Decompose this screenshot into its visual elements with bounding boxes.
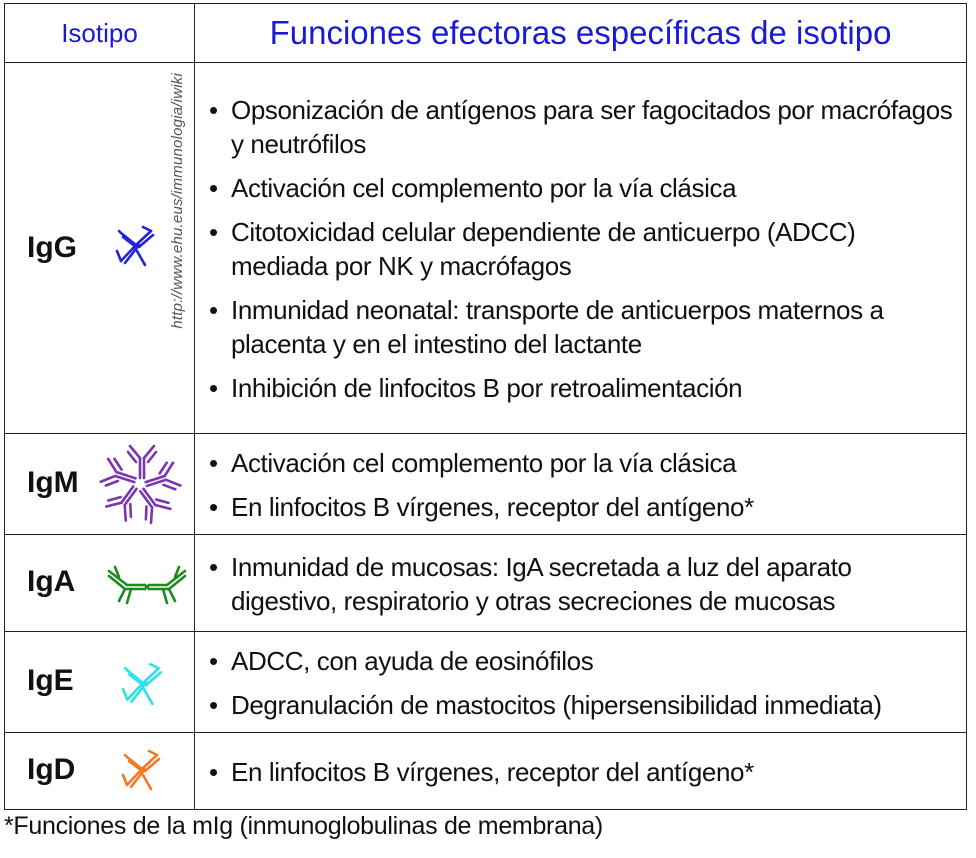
function-item: ADCC, con ayuda de eosinófilos xyxy=(209,644,958,678)
antibody-dimer-icon xyxy=(107,565,187,605)
function-item: Opsonización de antígenos para ser fagoc… xyxy=(209,93,958,161)
row-ige: IgE ADCC, con ayuda de eosinófilos Degra… xyxy=(4,631,967,733)
isotype-cell-iga: IgA xyxy=(4,534,195,632)
function-item: En linfocitos B vírgenes, receptor del a… xyxy=(209,490,958,524)
isotype-name: IgA xyxy=(27,565,76,598)
isotype-table: Isotipo Funciones efectoras específicas … xyxy=(4,3,967,810)
source-watermark: http://www.ehu.eus/immunologia/iwiki xyxy=(169,73,186,329)
isotype-name: IgD xyxy=(27,753,76,786)
row-igd: IgD En linfocitos B vírgenes, receptor d… xyxy=(4,732,967,810)
antibody-monomer-icon xyxy=(115,225,155,267)
row-igm: IgM xyxy=(4,433,967,535)
function-item: En linfocitos B vírgenes, receptor del a… xyxy=(209,755,958,789)
antibody-pentamer-icon xyxy=(99,444,182,525)
isotype-cell-igm: IgM xyxy=(4,433,195,535)
row-iga: IgA Inmunidad de mucosas: IgA secretada … xyxy=(4,534,967,632)
functions-cell-igd: En linfocitos B vírgenes, receptor del a… xyxy=(194,732,967,810)
isotype-cell-igg: IgG http://www.ehu.eus/immunologia/iwiki xyxy=(4,62,195,434)
footnote: *Funciones de la mIg (inmunoglobulinas d… xyxy=(4,812,603,840)
function-item: Inhibición de linfocitos B por retroalim… xyxy=(209,371,958,405)
antibody-monomer-icon xyxy=(121,662,163,706)
header-row: Isotipo Funciones efectoras específicas … xyxy=(4,3,967,63)
function-item: Inmunidad neonatal: transporte de anticu… xyxy=(209,293,958,361)
functions-cell-igg: Opsonización de antígenos para ser fagoc… xyxy=(194,62,967,434)
function-item: Inmunidad de mucosas: IgA secretada a lu… xyxy=(209,550,958,618)
header-functions: Funciones efectoras específicas de isoti… xyxy=(194,3,967,63)
isotype-cell-igd: IgD xyxy=(4,732,195,810)
isotype-name: IgE xyxy=(27,664,74,697)
function-item: Activación cel complemento por la vía cl… xyxy=(209,446,958,480)
function-item: Degranulación de mastocitos (hipersensib… xyxy=(209,688,958,722)
header-isotype: Isotipo xyxy=(4,3,195,63)
function-item: Citotoxicidad celular dependiente de ant… xyxy=(209,215,958,283)
antibody-monomer-icon xyxy=(121,749,161,791)
isotype-name: IgM xyxy=(27,466,79,499)
functions-cell-iga: Inmunidad de mucosas: IgA secretada a lu… xyxy=(194,534,967,632)
functions-cell-ige: ADCC, con ayuda de eosinófilos Degranula… xyxy=(194,631,967,733)
isotype-name: IgG xyxy=(27,231,77,264)
functions-cell-igm: Activación cel complemento por la vía cl… xyxy=(194,433,967,535)
row-igg: IgG http://www.ehu.eus/immunologia/iwiki… xyxy=(4,62,967,434)
isotype-cell-ige: IgE xyxy=(4,631,195,733)
function-item: Activación cel complemento por la vía cl… xyxy=(209,171,958,205)
